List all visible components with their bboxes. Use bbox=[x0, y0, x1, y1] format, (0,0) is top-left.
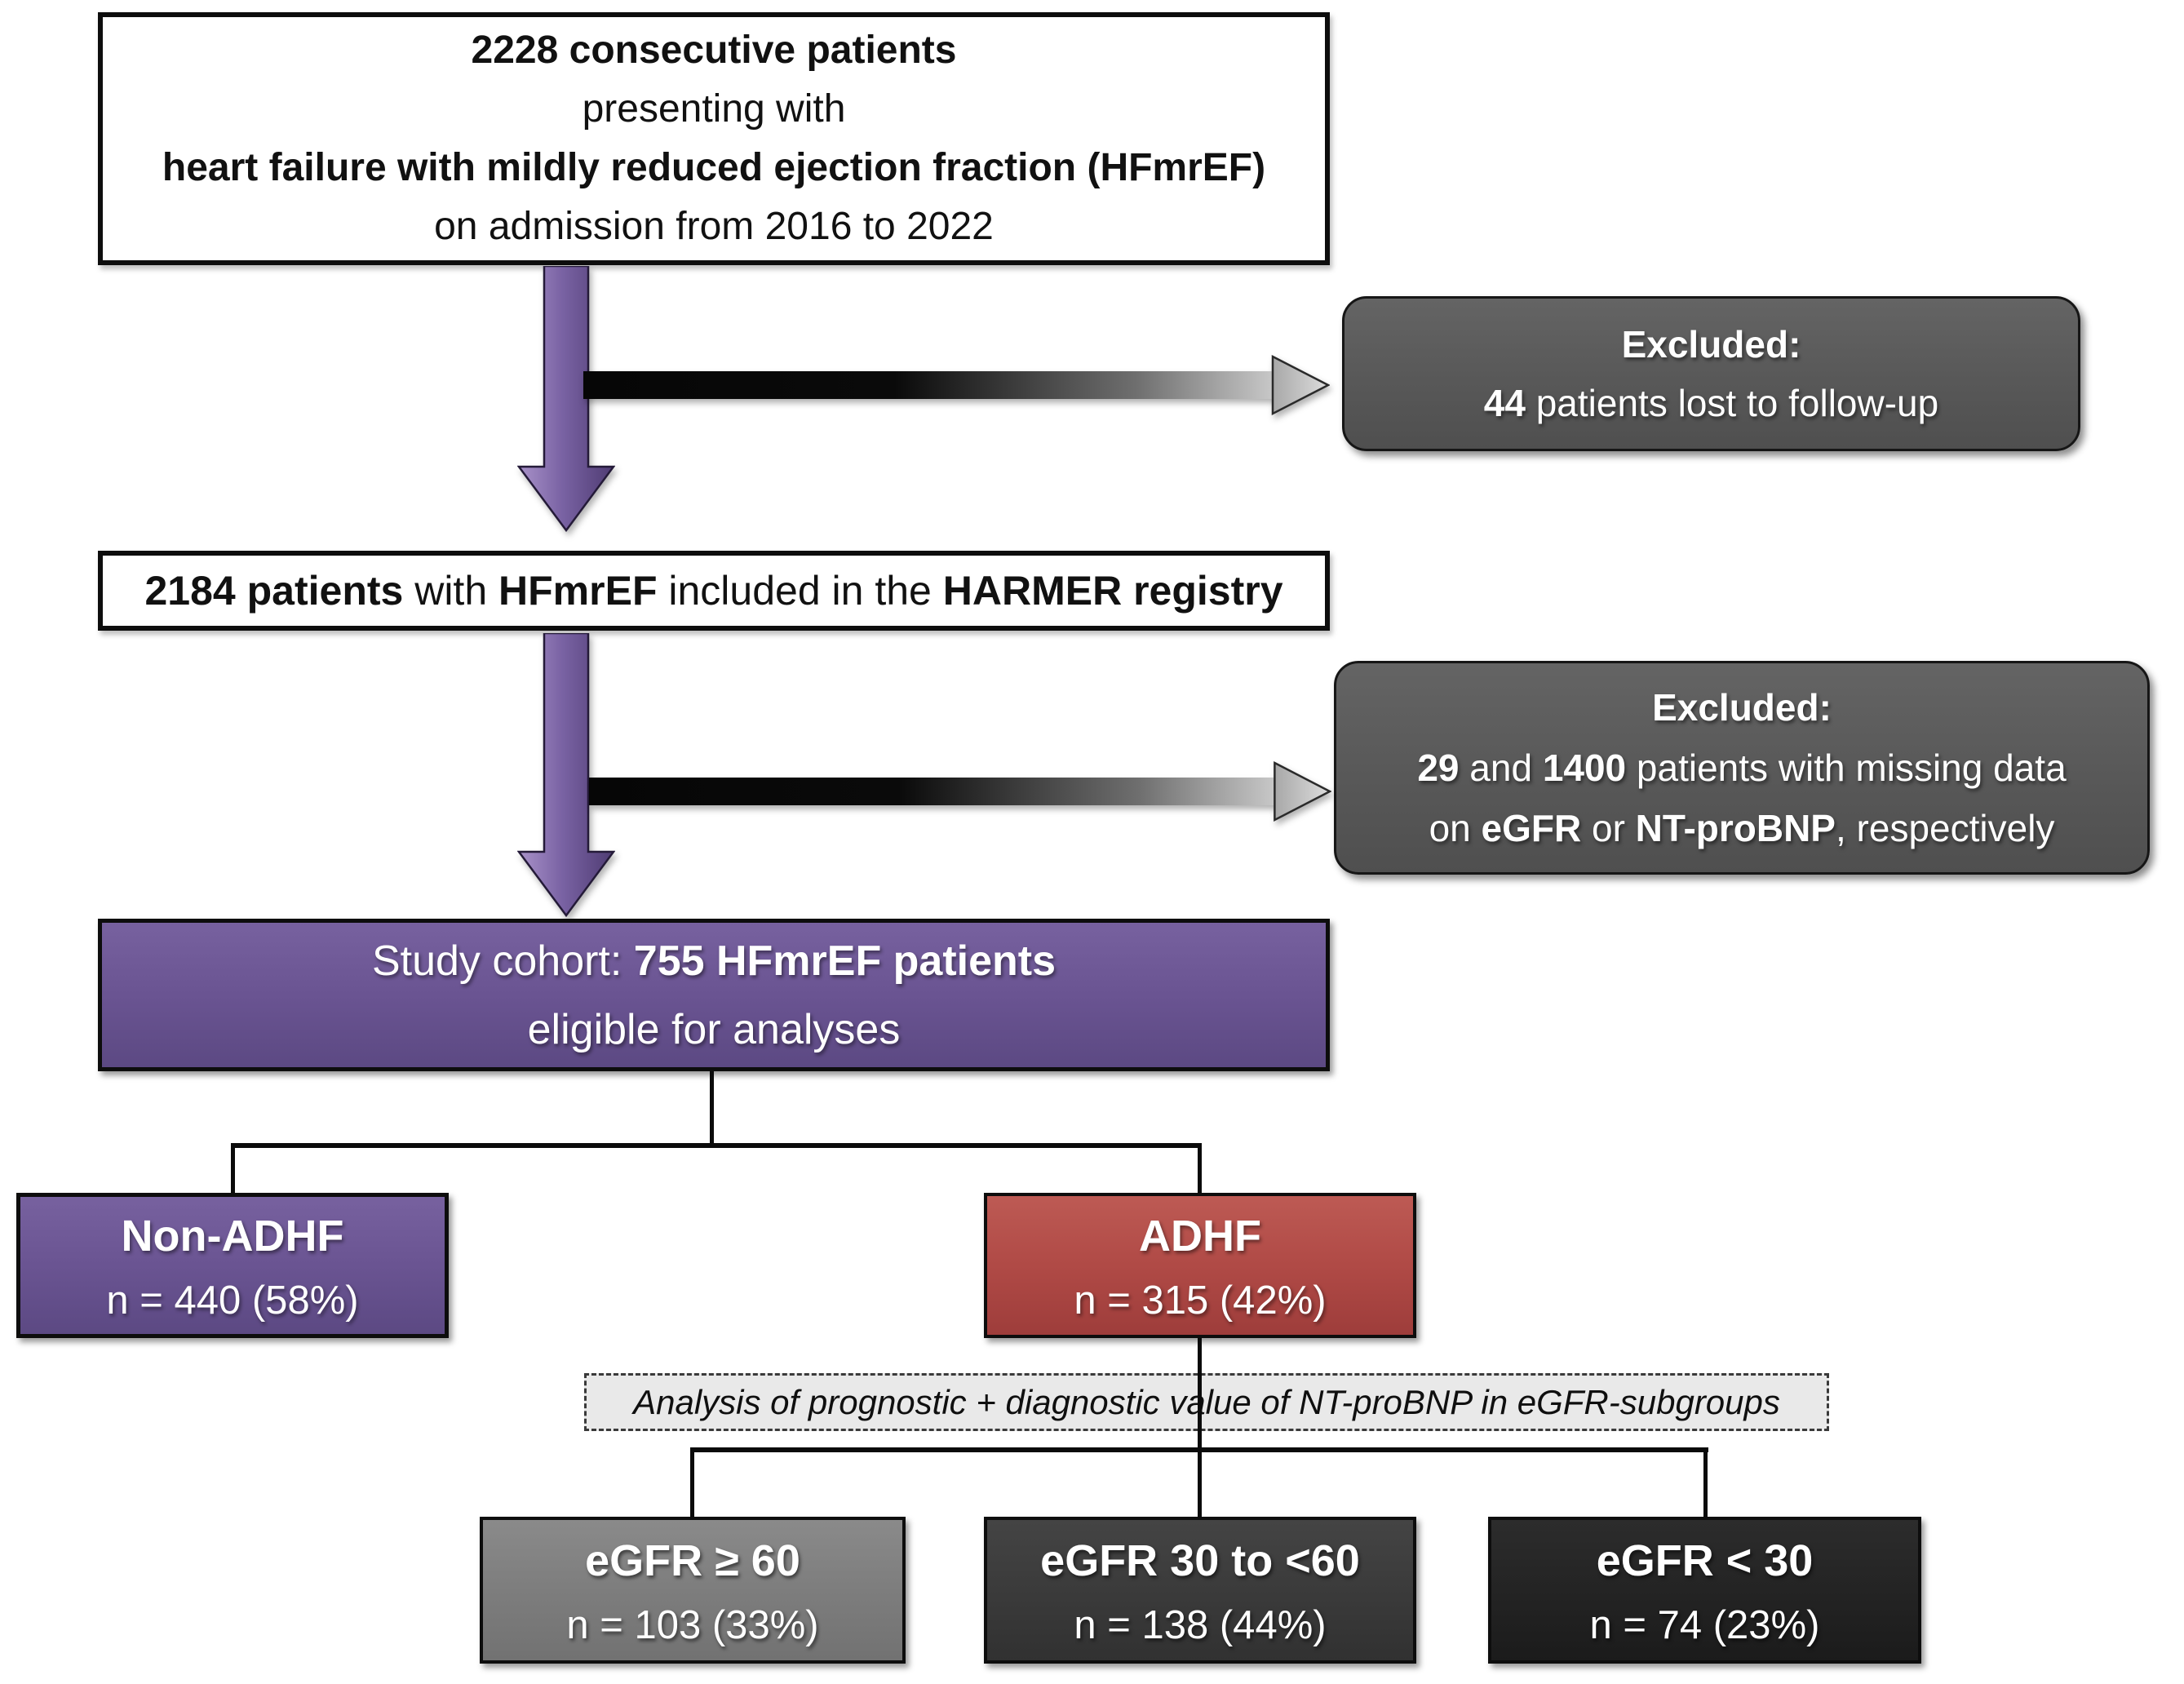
registry-text: 2184 patients with HFmrEF included in th… bbox=[144, 568, 1283, 614]
cohort-line2: eligible for analyses bbox=[527, 1005, 901, 1053]
adhf-count: n = 315 (42%) bbox=[1074, 1279, 1327, 1323]
enrollment-line4: on admission from 2016 to 2022 bbox=[434, 205, 994, 248]
excluded2-line2: 29 and 1400 patients with missing data bbox=[1417, 747, 2067, 789]
excluded-box-1: Excluded: 44 patients lost to follow-up bbox=[1342, 296, 2080, 451]
adhf-title: ADHF bbox=[1139, 1212, 1261, 1261]
exclusion-arrow-icon bbox=[583, 354, 1330, 416]
egfr-lt-30-title: eGFR < 30 bbox=[1596, 1536, 1814, 1585]
down-arrow-icon bbox=[517, 266, 615, 532]
excluded-box-2: Excluded: 29 and 1400 patients with miss… bbox=[1334, 661, 2150, 875]
analysis-note: Analysis of prognostic + diagnostic valu… bbox=[584, 1373, 1829, 1431]
egfr-lt-30-count: n = 74 (23%) bbox=[1589, 1603, 1820, 1647]
egfr-30-to-60-title: eGFR 30 to <60 bbox=[1040, 1536, 1360, 1585]
analysis-note-text: Analysis of prognostic + diagnostic valu… bbox=[633, 1382, 1780, 1421]
egfr-ge-60-box: eGFR ≥ 60 n = 103 (33%) bbox=[480, 1517, 906, 1664]
enrollment-line2: presenting with bbox=[582, 87, 846, 131]
connector-line bbox=[1198, 1338, 1202, 1518]
egfr-ge-60-count: n = 103 (33%) bbox=[566, 1603, 819, 1647]
egfr-lt-30-box: eGFR < 30 n = 74 (23%) bbox=[1488, 1517, 1921, 1664]
connector-line bbox=[690, 1447, 694, 1518]
egfr-ge-60-title: eGFR ≥ 60 bbox=[585, 1536, 800, 1585]
excluded2-title: Excluded: bbox=[1652, 686, 1832, 729]
cohort-line1: Study cohort: 755 HFmrEF patients bbox=[371, 937, 1057, 985]
enrollment-box: 2228 consecutive patients presenting wit… bbox=[98, 12, 1330, 265]
enrollment-line1: 2228 consecutive patients bbox=[471, 29, 957, 72]
connector-line bbox=[231, 1143, 235, 1194]
non-adhf-count: n = 440 (58%) bbox=[106, 1279, 359, 1323]
non-adhf-box: Non-ADHF n = 440 (58%) bbox=[16, 1193, 449, 1338]
excluded1-title: Excluded: bbox=[1621, 323, 1801, 366]
down-arrow-icon bbox=[517, 633, 615, 917]
enrollment-line3: heart failure with mildly reduced ejecti… bbox=[162, 146, 1266, 189]
adhf-box: ADHF n = 315 (42%) bbox=[984, 1193, 1416, 1338]
registry-box: 2184 patients with HFmrEF included in th… bbox=[98, 551, 1330, 631]
connector-line bbox=[710, 1071, 714, 1148]
study-cohort-box: Study cohort: 755 HFmrEF patients eligib… bbox=[98, 919, 1330, 1071]
excluded2-line3: on eGFR or NT-proBNP, respectively bbox=[1429, 807, 2055, 849]
connector-line bbox=[1703, 1447, 1708, 1518]
egfr-30-to-60-box: eGFR 30 to <60 n = 138 (44%) bbox=[984, 1517, 1416, 1664]
egfr-30-to-60-count: n = 138 (44%) bbox=[1074, 1603, 1327, 1647]
connector-line bbox=[1198, 1143, 1202, 1194]
connector-line bbox=[233, 1143, 1202, 1148]
exclusion-arrow-icon bbox=[589, 760, 1331, 822]
excluded1-text: 44 patients lost to follow-up bbox=[1483, 382, 1939, 424]
non-adhf-title: Non-ADHF bbox=[121, 1212, 344, 1261]
